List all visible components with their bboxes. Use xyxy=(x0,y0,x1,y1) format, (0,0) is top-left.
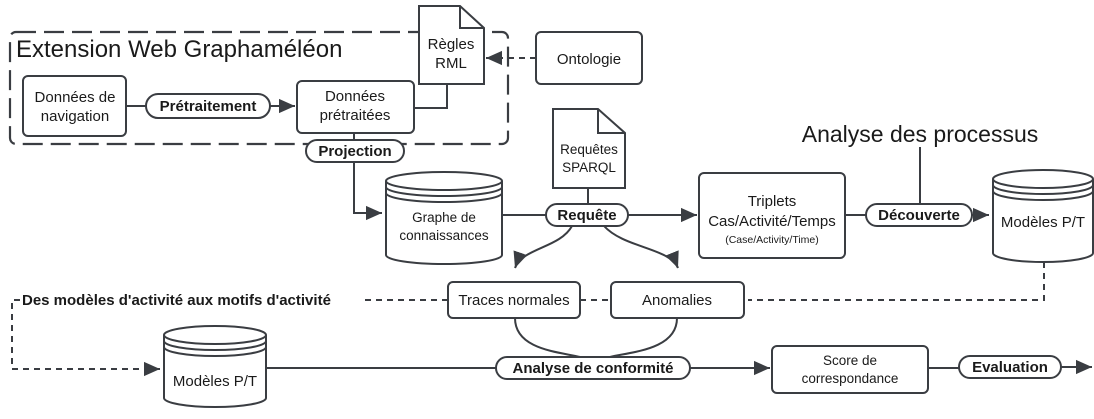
step-evaluation-label: Evaluation xyxy=(972,359,1048,376)
node-score-line1: Score de xyxy=(823,353,877,368)
node-donnees-navigation-line1: Données de xyxy=(35,89,116,106)
step-evaluation: Evaluation xyxy=(958,355,1062,379)
db-graphe-line1: Graphe de xyxy=(412,210,476,225)
doc-rml-line1: Règles xyxy=(428,36,475,53)
node-anomalies: Anomalies xyxy=(610,281,745,319)
node-triplets-line1: Triplets xyxy=(748,193,797,210)
node-anomalies-label: Anomalies xyxy=(642,292,712,309)
connectors xyxy=(11,50,1092,377)
step-decouverte: Découverte xyxy=(865,203,973,227)
step-pretraitement: Prétraitement xyxy=(145,93,271,119)
doc-sparql-line1: Requêtes xyxy=(560,142,618,157)
node-donnees-navigation-line2: navigation xyxy=(41,108,109,125)
db-modeles-bottom: Modèles P/T xyxy=(163,325,267,408)
db-modeles-top-label: Modèles P/T xyxy=(1001,214,1085,231)
node-score-line2: correspondance xyxy=(802,371,899,386)
edge-rml-donnees xyxy=(414,84,448,109)
doc-rml: Règles RML xyxy=(418,5,485,85)
step-decouverte-label: Découverte xyxy=(878,207,960,224)
doc-sparql: Requêtes SPARQL xyxy=(552,108,626,189)
node-donnees-navigation: Données de navigation xyxy=(22,75,127,137)
node-triplets-line3: (Case/Activity/Time) xyxy=(725,234,819,246)
step-pretraitement-label: Prétraitement xyxy=(160,98,257,115)
node-traces-normales-label: Traces normales xyxy=(458,292,569,309)
node-donnees-pretraitees: Données prétraitées xyxy=(296,80,415,134)
db-graphe: Graphe de connaissances xyxy=(385,171,503,265)
node-score: Score de correspondance xyxy=(771,345,929,394)
edge-loop-right xyxy=(748,262,1045,301)
doc-rml-line2: RML xyxy=(435,55,467,72)
label-analyse-processus: Analyse des processus xyxy=(802,121,1039,147)
step-analyse-conformite: Analyse de conformité xyxy=(495,356,691,380)
edge-traces-conformite xyxy=(514,317,581,358)
node-ontologie: Ontologie xyxy=(535,31,643,85)
edge-projection-graphe xyxy=(353,162,382,221)
node-triplets: Triplets Cas/Activité/Temps (Case/Activi… xyxy=(698,172,846,259)
step-requete: Requête xyxy=(545,203,629,227)
node-traces-normales: Traces normales xyxy=(447,281,581,319)
db-graphe-line2: connaissances xyxy=(399,228,489,243)
edge-loop-down xyxy=(11,299,160,377)
extension-title: Extension Web Graphaméléon xyxy=(16,36,342,63)
step-requete-label: Requête xyxy=(557,207,616,224)
step-projection: Projection xyxy=(305,139,405,163)
node-triplets-line2: Cas/Activité/Temps xyxy=(708,213,836,230)
edge-anomalies-conformite xyxy=(609,317,678,358)
edge-requete-anomalies xyxy=(603,225,679,269)
db-modeles-top: Modèles P/T xyxy=(992,169,1094,263)
step-analyse-conformite-label: Analyse de conformité xyxy=(513,360,674,377)
step-projection-label: Projection xyxy=(318,143,391,160)
edge-requete-traces xyxy=(513,225,573,269)
label-motifs: Des modèles d'activité aux motifs d'acti… xyxy=(22,292,331,309)
node-ontologie-label: Ontologie xyxy=(557,51,621,68)
node-donnees-pretraitees-line2: prétraitées xyxy=(320,107,391,124)
extension-boundary xyxy=(8,30,510,146)
node-donnees-pretraitees-line1: Données xyxy=(325,88,385,105)
db-modeles-bottom-label: Modèles P/T xyxy=(173,373,257,390)
doc-sparql-line2: SPARQL xyxy=(562,160,616,175)
